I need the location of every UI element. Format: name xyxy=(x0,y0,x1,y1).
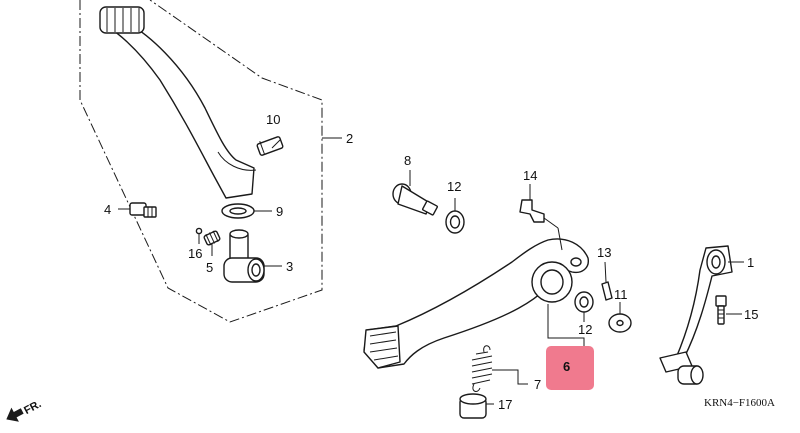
kickstarter-arm xyxy=(99,6,257,199)
direction-label: FR. xyxy=(22,398,43,417)
callout-12-lower: 12 xyxy=(578,322,592,337)
return-spring-7 xyxy=(471,345,493,392)
leader-lines xyxy=(118,137,744,405)
collar-17 xyxy=(459,393,487,419)
arm-pinch-bolt xyxy=(256,136,284,156)
gearshift-bolt-15 xyxy=(715,295,727,325)
callout-7: 7 xyxy=(534,377,541,392)
callout-8: 8 xyxy=(404,153,411,168)
callout-12-upper: 12 xyxy=(447,179,461,194)
callout-14: 14 xyxy=(523,168,537,183)
pivot-bolt-8 xyxy=(392,183,438,216)
brake-pedal xyxy=(363,238,589,369)
callout-9: 9 xyxy=(276,204,283,219)
callout-1: 1 xyxy=(747,255,754,270)
callout-11: 11 xyxy=(614,287,628,302)
highlight-box xyxy=(546,346,594,390)
callout-17: 17 xyxy=(498,397,512,412)
kickstarter-group-frame xyxy=(79,0,323,323)
spring-hook-14 xyxy=(519,199,559,229)
washer-11 xyxy=(608,313,632,333)
diagram-code: KRN4−F1600A xyxy=(704,397,775,409)
callout-6: 6 xyxy=(563,359,570,374)
callout-3: 3 xyxy=(286,259,293,274)
callout-5: 5 xyxy=(206,260,213,275)
callout-2: 2 xyxy=(346,131,353,146)
spring-5 xyxy=(203,230,221,246)
front-direction-arrow: FR. xyxy=(6,398,43,422)
ball-16 xyxy=(195,227,203,235)
flange-bolt-4 xyxy=(129,202,157,218)
callout-4: 4 xyxy=(104,202,111,217)
seal-12-lower xyxy=(574,291,594,313)
callout-15: 15 xyxy=(744,307,758,322)
callout-13: 13 xyxy=(597,245,611,260)
seal-12-upper xyxy=(445,210,465,234)
gearshift-pedal xyxy=(659,245,733,385)
callout-10: 10 xyxy=(266,112,280,127)
cotter-pin-13 xyxy=(601,281,613,301)
washer-9 xyxy=(221,203,255,219)
kickstarter-shaft xyxy=(223,229,265,283)
callout-16: 16 xyxy=(188,246,202,261)
